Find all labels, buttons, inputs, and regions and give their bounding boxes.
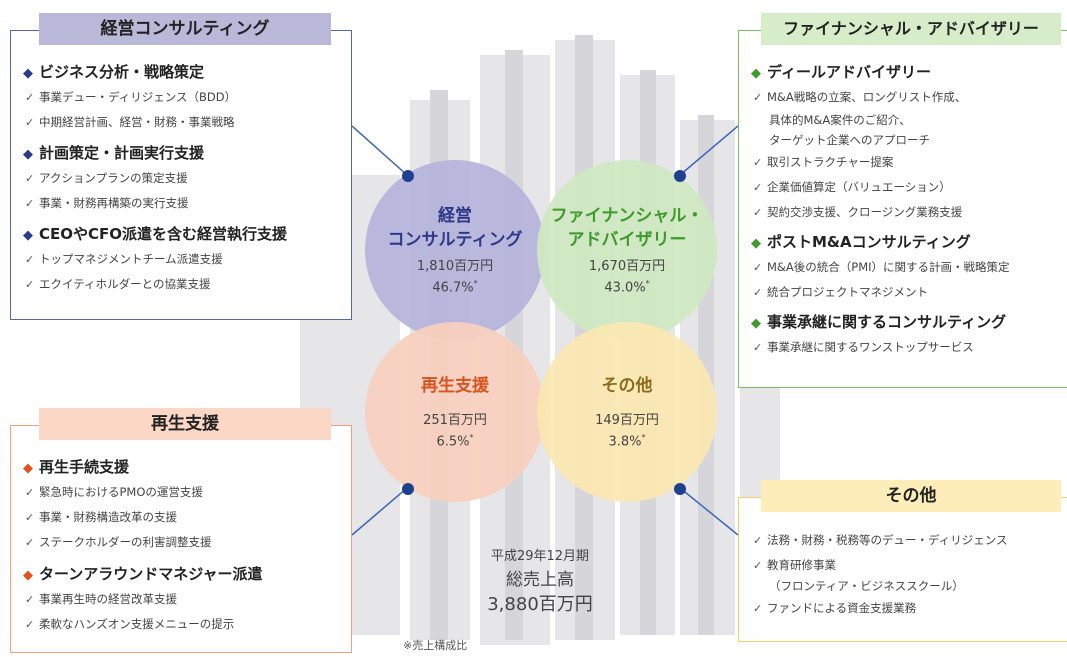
diamond-icon: ◆ [23,228,33,243]
circle-title: その他 [601,375,653,396]
list-item: ✓事業デュー・ディリジェンス（BDD） [23,85,287,110]
total-sales: 平成29年12月期 総売上高 3,880百万円 [440,548,640,618]
check-icon: ✓ [753,91,763,104]
list-item: ✓ファンドによる資金支援業務 [751,596,1007,621]
list-item: ✓事業・財務構造改革の支援 [23,505,263,530]
check-icon: ✓ [25,536,35,549]
other-circle: その他 149百万円 3.8%* [537,322,717,502]
list-item: ✓ステークホルダーの利害調整支援 [23,530,263,555]
diamond-icon: ◆ [751,316,761,331]
financial-advisory-box: ファイナンシャル・アドバイザリー ◆ディールアドバイザリー ✓M&A戦略の立案、… [738,13,1067,388]
check-icon: ✓ [25,172,35,185]
other-box: その他 ✓法務・財務・税務等のデュー・ディリジェンス ✓教育研修事業 （フロンテ… [738,480,1067,642]
management-circle: 経営 コンサルティング 1,810百万円 46.7%* [365,160,545,340]
list-item: ✓トップマネジメントチーム派遣支援 [23,247,287,272]
section-heading: ◆ターンアラウンドマネジャー派遣 [23,563,263,587]
list-item: ✓統合プロジェクトマネジメント [751,280,1010,305]
list-item: ✓エクイティホルダーとの協業支援 [23,272,287,297]
list-item: ✓中期経営計画、経営・財務・事業戦略 [23,110,287,135]
check-icon: ✓ [753,534,763,547]
circle-value: 1,810百万円 [416,258,494,274]
check-icon: ✓ [753,559,763,572]
section-heading: ◆ディールアドバイザリー [751,61,1010,85]
list-item: ✓M&A戦略の立案、ロングリスト作成、 [751,85,1010,110]
diamond-icon: ◆ [751,236,761,251]
list-item: ✓企業価値算定（バリュエーション） [751,175,1010,200]
financial-circle: ファイナンシャル・ アドバイザリー 1,670百万円 43.0%* [537,160,717,340]
financial-advisory-title: ファイナンシャル・アドバイザリー [761,13,1061,45]
diamond-icon: ◆ [23,568,33,583]
list-item: ✓緊急時におけるPMOの運営支援 [23,480,263,505]
section-heading: ◆CEOやCFO派遣を含む経営執行支援 [23,223,287,247]
check-icon: ✓ [25,511,35,524]
check-icon: ✓ [25,91,35,104]
circle-percent: 46.7%* [432,278,478,296]
connector-dot [674,170,686,182]
list-item: ✓事業承継に関するワンストップサービス [751,335,1010,360]
management-consulting-title: 経営コンサルティング [39,13,331,45]
connector-dot [402,170,414,182]
diamond-icon: ◆ [23,461,33,476]
circle-title: ファイナンシャル・ [550,205,704,226]
section-heading: ◆ビジネス分析・戦略策定 [23,61,287,85]
section-heading: ◆事業承継に関するコンサルティング [751,311,1010,335]
list-item: ターゲット企業へのアプローチ [769,133,930,147]
turnaround-circle: 再生支援 251百万円 6.5%* [365,322,545,502]
diamond-icon: ◆ [751,66,761,81]
check-icon: ✓ [753,206,763,219]
circle-percent: 3.8%* [608,432,646,450]
diamond-icon: ◆ [23,147,33,162]
circle-title: 再生支援 [421,375,489,396]
list-item: ✓事業再生時の経営改革支援 [23,587,263,612]
circle-value: 1,670百万円 [588,258,666,274]
list-item: ✓取引ストラクチャー提案 [751,150,1010,175]
check-icon: ✓ [753,156,763,169]
list-item: ✓法務・財務・税務等のデュー・ディリジェンス [751,528,1007,553]
list-item: ✓アクションプランの策定支援 [23,166,287,191]
section-heading: ◆ポストM&Aコンサルティング [751,231,1010,255]
check-icon: ✓ [753,602,763,615]
section-heading: ◆計画策定・計画実行支援 [23,142,287,166]
circle-percent: 43.0%* [604,278,650,296]
list-item: ✓事業・財務再構築の実行支援 [23,191,287,216]
total-amount: 3,880百万円 [487,594,593,615]
check-icon: ✓ [25,618,35,631]
check-icon: ✓ [753,286,763,299]
section-heading: ◆再生手続支援 [23,456,263,480]
check-icon: ✓ [25,278,35,291]
list-item: （フロンティア・ビジネススクール） [769,579,964,593]
check-icon: ✓ [753,181,763,194]
check-icon: ✓ [25,486,35,499]
circle-value: 251百万円 [423,412,487,428]
list-item: ✓教育研修事業 [751,555,1007,576]
check-icon: ✓ [25,197,35,210]
circle-title: コンサルティング [387,229,523,250]
circle-title: アドバイザリー [567,229,687,250]
connector-dot [402,483,414,495]
turnaround-title: 再生支援 [39,408,331,440]
other-title: その他 [761,480,1061,512]
footnote: ※売上構成比 [403,639,468,652]
check-icon: ✓ [753,261,763,274]
check-icon: ✓ [753,341,763,354]
circle-value: 149百万円 [595,412,659,428]
management-consulting-box: 経営コンサルティング ◆ビジネス分析・戦略策定 ✓事業デュー・ディリジェンス（B… [10,13,352,320]
diamond-icon: ◆ [23,66,33,81]
list-item: 具体的M&A案件のご紹介、 [769,113,911,127]
connector-dot [674,483,686,495]
check-icon: ✓ [25,253,35,266]
turnaround-box: 再生支援 ◆再生手続支援 ✓緊急時におけるPMOの運営支援 ✓事業・財務構造改革… [10,408,352,653]
check-icon: ✓ [25,116,35,129]
circle-percent: 6.5%* [436,432,474,450]
list-item: ✓M&A後の統合（PMI）に関する計画・戦略策定 [751,255,1010,280]
list-item: ✓柔軟なハンズオン支援メニューの提示 [23,612,263,637]
total-label: 総売上高 [506,570,574,590]
total-period: 平成29年12月期 [490,549,590,564]
check-icon: ✓ [25,593,35,606]
list-item: ✓契約交渉支援、クロージング業務支援 [751,200,1010,225]
circle-title: 経営 [438,205,472,226]
